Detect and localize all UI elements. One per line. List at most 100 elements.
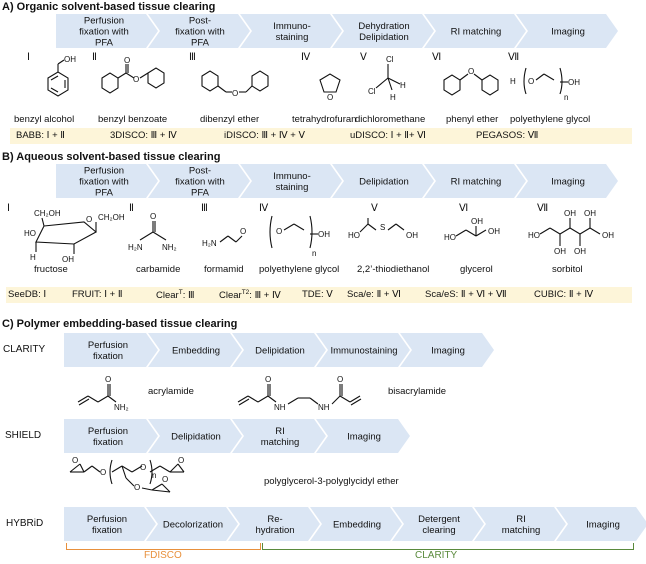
dichloromethane-label: dichloromethane bbox=[355, 114, 426, 125]
svg-text:OH: OH bbox=[318, 230, 330, 239]
compound-b5-num: Ⅴ bbox=[371, 203, 378, 214]
row-label-shield: SHIELD bbox=[5, 430, 42, 441]
shield-step-2: Delipidation bbox=[148, 419, 242, 453]
method-cleart2: ClearT2: Ⅲ + Ⅳ bbox=[219, 289, 281, 302]
hybrid-chevron-1 bbox=[64, 507, 156, 541]
svg-text:O: O bbox=[86, 215, 92, 224]
svg-text:Cl: Cl bbox=[386, 55, 394, 64]
section-b-title: B) Aqueous solvent-based tissue clearing bbox=[2, 151, 221, 163]
glycerol-structure: HO OH OH bbox=[444, 217, 500, 242]
clarity-chevron-1 bbox=[64, 333, 158, 367]
carbamide-label: carbamide bbox=[136, 264, 181, 275]
svg-text:OH: OH bbox=[574, 247, 586, 256]
clarity-chevron-4 bbox=[316, 333, 410, 367]
method-idisco: iDISCO: Ⅲ + Ⅳ + Ⅴ bbox=[224, 130, 305, 141]
clarity-step-2-text: Embedding bbox=[172, 346, 220, 357]
section-b-step-2-text: Post- bbox=[189, 166, 211, 177]
hybrid-step-2: Decolorization bbox=[146, 507, 238, 541]
section-a-step-1-text: Perfusion bbox=[84, 16, 124, 27]
fdisco-bracket bbox=[66, 543, 261, 550]
clarity-chevron-5 bbox=[400, 333, 494, 367]
method-3disco: 3DISCO: Ⅲ + Ⅳ bbox=[110, 130, 177, 141]
svg-text:NH: NH bbox=[318, 403, 330, 412]
benzyl-alcohol-structure: OH bbox=[47, 55, 76, 97]
compound-b1-num: Ⅰ bbox=[7, 203, 10, 214]
section-b-step-3-text: Immuno- bbox=[273, 171, 310, 182]
section-a-step-3-text: Immuno- bbox=[273, 21, 310, 32]
svg-text:OH: OH bbox=[471, 217, 483, 226]
hybrid-chevron-3 bbox=[228, 507, 320, 541]
section-b-step-5-text: RI matching bbox=[451, 177, 502, 188]
svg-text:NH₂: NH₂ bbox=[162, 243, 177, 252]
glycerol-label: glycerol bbox=[460, 264, 493, 275]
sorbitol-label: sorbitol bbox=[552, 264, 583, 275]
svg-text:O: O bbox=[100, 468, 106, 477]
section-a-step-6: Imaging bbox=[516, 14, 618, 48]
shield-chevron-3 bbox=[232, 419, 326, 453]
svg-text:H: H bbox=[510, 77, 516, 86]
polyethylene-glycol-label: polyethylene glycol bbox=[510, 114, 591, 125]
method-scales: Sca/eS: Ⅱ + Ⅵ + Ⅶ bbox=[425, 289, 507, 300]
sorbitol-structure: HO OH OH OH OH OH bbox=[528, 209, 614, 256]
section-a-step-2-text: fixation with bbox=[175, 27, 225, 38]
svg-text:O: O bbox=[72, 456, 78, 465]
section-b-chevron-4 bbox=[332, 164, 434, 198]
shield-step-3-text: matching bbox=[261, 437, 300, 448]
benzyl-alcohol-label: benzyl alcohol bbox=[14, 114, 75, 125]
svg-text:n: n bbox=[312, 249, 316, 258]
method-seedb: SeeDB: Ⅰ bbox=[8, 289, 47, 300]
svg-text:O: O bbox=[265, 375, 271, 384]
hybrid-step-1-text: Perfusion bbox=[87, 514, 127, 525]
shield-step-2-text: Delipidation bbox=[171, 432, 221, 443]
compound-b3-num: Ⅲ bbox=[201, 203, 208, 214]
clarity-step-1-text: fixation bbox=[93, 351, 123, 362]
compound-b4-num: Ⅳ bbox=[259, 203, 269, 214]
svg-text:NH₂: NH₂ bbox=[114, 403, 129, 412]
method-cleart: ClearT: Ⅲ bbox=[156, 289, 195, 302]
svg-text:OH: OH bbox=[602, 231, 614, 240]
section-b-step-3-text: staining bbox=[276, 182, 309, 193]
clarity-step-5: Imaging bbox=[400, 333, 494, 367]
section-a-step-4-text: Delipidation bbox=[359, 32, 409, 43]
compound-b7-num: Ⅶ bbox=[537, 203, 549, 214]
section-b-step-1-text: Perfusion bbox=[84, 166, 124, 177]
section-a-chevron-4 bbox=[332, 14, 434, 48]
acrylamide-structure: O NH₂ bbox=[77, 375, 129, 412]
dibenzyl-ether-structure: O bbox=[201, 70, 269, 98]
hybrid-step-6-text: RI bbox=[516, 514, 526, 525]
compound-b2-num: Ⅱ bbox=[129, 203, 134, 214]
dibenzyl-ether-label: dibenzyl ether bbox=[200, 114, 260, 125]
svg-text:OH: OH bbox=[488, 227, 500, 236]
hybrid-step-7: Imaging bbox=[556, 507, 646, 541]
hybrid-step-3-text: Re- bbox=[267, 514, 282, 525]
hybrid-step-4-text: Embedding bbox=[333, 520, 381, 531]
clarity-chevron-3 bbox=[232, 333, 326, 367]
section-b-step-4: Delipidation bbox=[332, 164, 434, 198]
section-a-title: A) Organic solvent-based tissue clearing bbox=[2, 1, 216, 13]
formamid-label: formamid bbox=[204, 264, 244, 275]
method-pegasos: PEGASOS: Ⅶ bbox=[476, 130, 539, 141]
section-b-methods-band: SeeDB: Ⅰ FRUIT: Ⅰ + Ⅱ ClearT: Ⅲ ClearT2:… bbox=[6, 287, 632, 303]
svg-text:O: O bbox=[327, 93, 333, 102]
method-udisco: uDISCO: Ⅰ + Ⅱ+ Ⅵ bbox=[350, 130, 426, 141]
phenyl-ether-label: phenyl ether bbox=[446, 114, 499, 125]
section-b-step-1-text: PFA bbox=[95, 188, 114, 199]
clarity-chevron-2 bbox=[148, 333, 242, 367]
section-b-step-4-text: Delipidation bbox=[359, 177, 409, 188]
hybrid-step-6-text: matching bbox=[502, 525, 541, 536]
section-b-chevron-1 bbox=[56, 164, 158, 198]
hybrid-step-5-text: Detergent bbox=[418, 514, 460, 525]
svg-text:O: O bbox=[468, 67, 474, 76]
svg-text:O: O bbox=[276, 227, 282, 236]
pgpe-structure: O O O n O O O bbox=[69, 456, 185, 493]
section-b-step-6: Imaging bbox=[516, 164, 618, 198]
svg-text:H₂N: H₂N bbox=[202, 239, 217, 248]
compound-a5-num: Ⅴ bbox=[360, 52, 367, 63]
clarity-step-4-text: Immunostaining bbox=[330, 346, 397, 357]
